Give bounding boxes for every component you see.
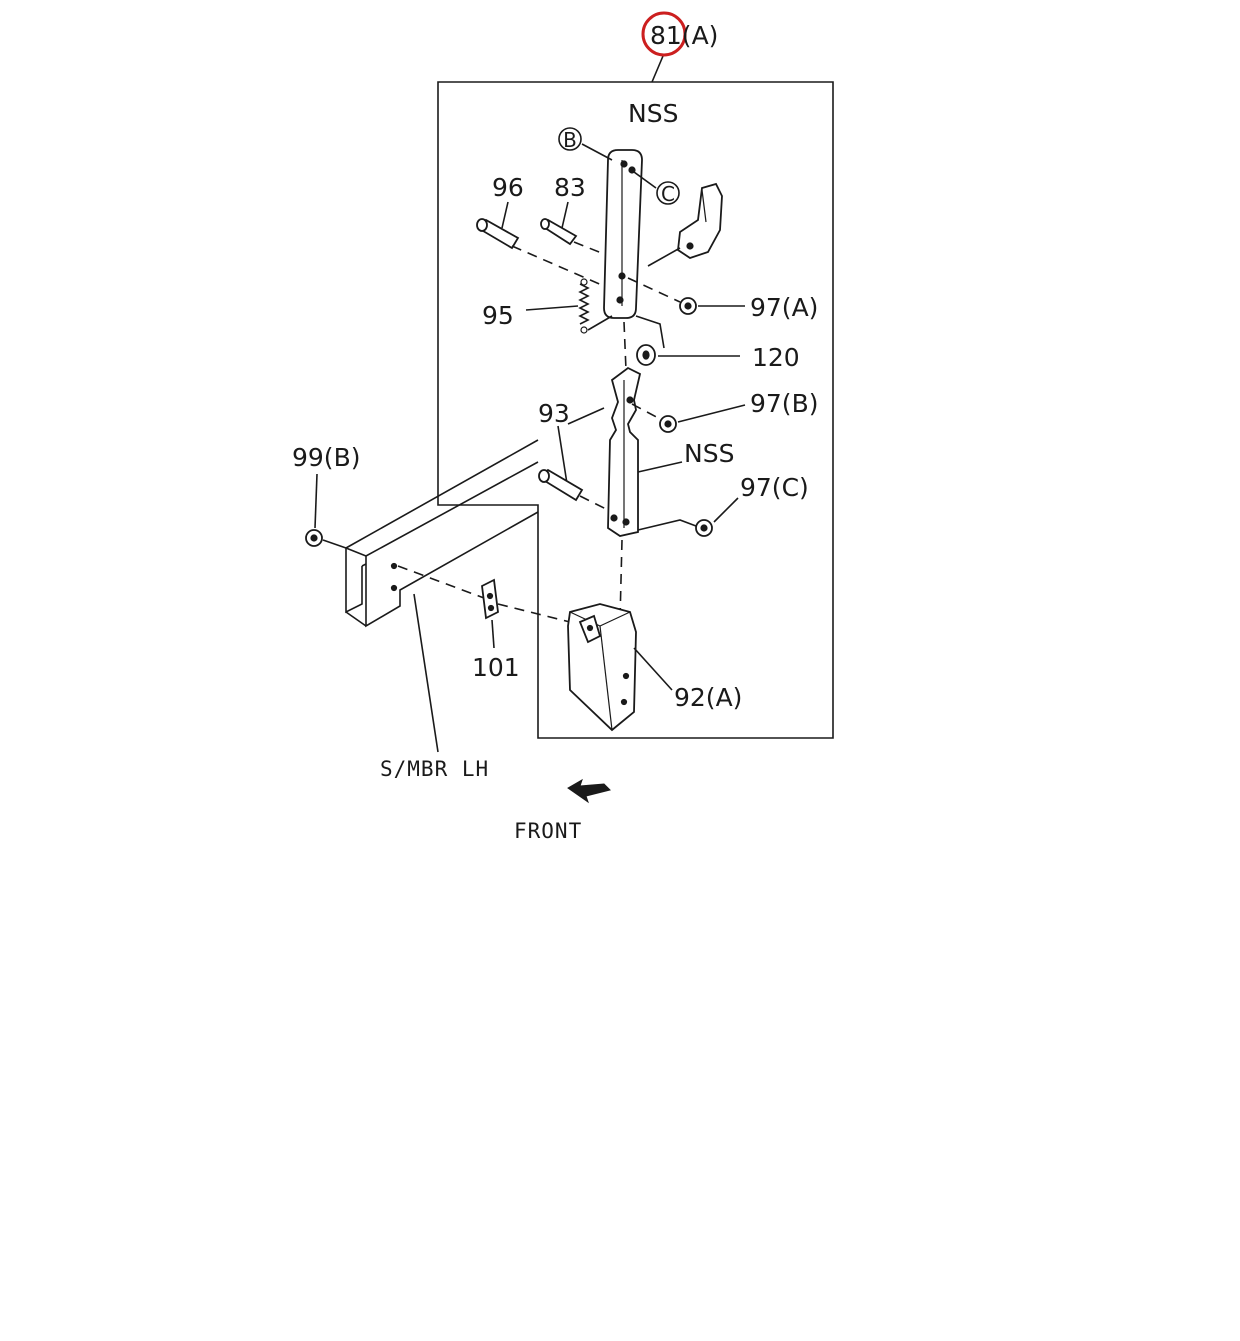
callout-83: 83 xyxy=(554,173,586,202)
dash-97a xyxy=(627,277,681,303)
washer-120 xyxy=(636,344,656,366)
callout-97c: 97(C) xyxy=(740,473,809,502)
pin-83 xyxy=(540,218,578,246)
dash-83 xyxy=(573,241,605,255)
leader-bracket xyxy=(647,247,681,267)
nut-97a xyxy=(679,297,697,315)
spring-95 xyxy=(578,278,590,334)
dash-97b xyxy=(631,403,663,421)
nut-99b xyxy=(305,529,323,547)
assembly-boundary xyxy=(437,81,834,739)
upper-bracket xyxy=(677,182,723,259)
leader-95 xyxy=(525,305,579,311)
leader-97c xyxy=(713,497,739,523)
callout-b-circle xyxy=(558,127,582,151)
leader-92a xyxy=(633,647,673,691)
callout-93: 93 xyxy=(538,399,570,428)
callout-97b: 97(B) xyxy=(750,389,818,418)
leader-101 xyxy=(491,619,495,649)
dash-upper-lower xyxy=(623,321,627,371)
callout-120: 120 xyxy=(752,343,800,372)
callout-99b: 99(B) xyxy=(292,443,360,472)
leader-nss-mid xyxy=(637,461,683,473)
leader-99b xyxy=(314,473,318,529)
callout-b: B xyxy=(563,128,577,152)
leader-97b xyxy=(677,404,746,423)
front-label: FRONT xyxy=(514,819,582,843)
leader-83 xyxy=(561,201,569,229)
callout-101: 101 xyxy=(472,653,520,682)
callout-nss-mid: NSS xyxy=(684,439,734,468)
leader-95b xyxy=(587,315,613,331)
lower-link-bar xyxy=(607,366,642,537)
plate-101 xyxy=(481,578,499,620)
nut-97b xyxy=(659,415,677,433)
dash-frame-101 xyxy=(397,565,485,599)
side-member-frame xyxy=(345,439,539,628)
frame-label: S/MBR LH xyxy=(380,757,489,781)
callout-c-circle xyxy=(656,181,680,205)
dash-96 xyxy=(511,245,605,287)
callout-96: 96 xyxy=(492,173,524,202)
leader-81a xyxy=(651,55,664,83)
callout-c: C xyxy=(661,182,675,206)
bolt-93 xyxy=(538,468,584,502)
leader-93 xyxy=(567,407,605,425)
callout-nss-top: NSS xyxy=(628,99,678,128)
callout-97a: 97(A) xyxy=(750,293,818,322)
upper-link-bar xyxy=(603,149,643,319)
nut-97c xyxy=(695,519,713,537)
leader-lower-link-97c xyxy=(637,519,697,531)
dash-93-bolt xyxy=(579,495,609,511)
bracket-92a xyxy=(567,603,637,732)
leader-b xyxy=(581,143,613,161)
leader-96 xyxy=(501,201,509,229)
leader-smbr xyxy=(413,593,439,753)
leader-upper-link-120 xyxy=(635,315,665,349)
callout-95: 95 xyxy=(482,301,514,330)
callout-92a: 92(A) xyxy=(674,683,742,712)
highlight-circle xyxy=(641,11,687,57)
leader-c xyxy=(633,171,657,189)
front-arrow-icon xyxy=(567,778,611,804)
pin-96 xyxy=(476,218,520,250)
leader-99b-to-frame xyxy=(322,539,347,549)
callout-81a: 81(A) xyxy=(650,21,718,50)
dash-lower-92a xyxy=(619,539,623,621)
leader-93b xyxy=(557,425,569,491)
